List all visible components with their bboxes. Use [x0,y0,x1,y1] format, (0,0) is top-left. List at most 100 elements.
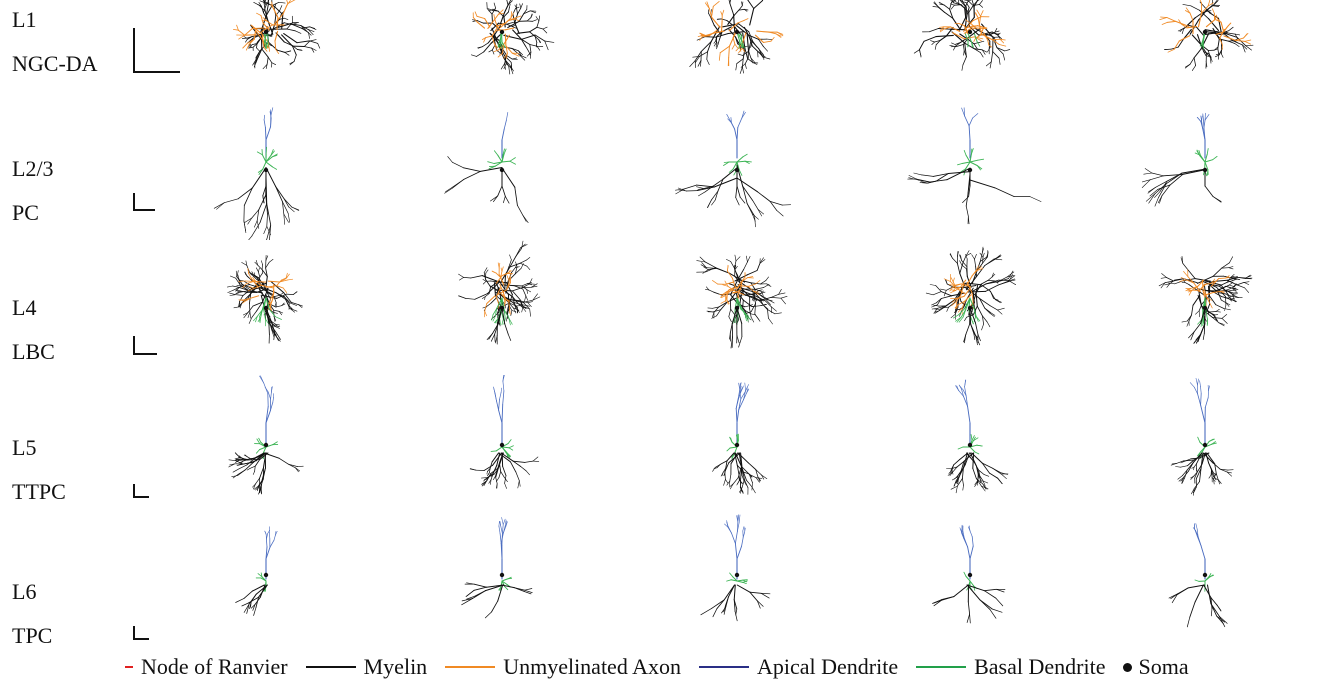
neurite-segment [963,287,971,297]
neurite-segment [984,258,995,266]
neurite-segment [767,309,769,319]
neurite-segment [744,386,748,393]
neurite-segment [510,461,517,473]
neurite-segment [708,289,715,293]
neurite-segment [989,61,992,69]
neurite-segment [509,308,511,315]
neurite-segment [507,20,520,29]
neurite-segment [246,275,252,281]
neurite-segment [536,45,541,51]
neurite-segment [980,279,989,285]
neurite-segment [760,280,767,285]
neurite-segment [1202,33,1205,43]
scale-bar [133,336,157,355]
neurite-segment [723,161,730,166]
neurite-segment [1226,276,1239,281]
neurite-segment [262,297,267,310]
neurite-segment [956,471,962,478]
neurite-segment [949,471,953,477]
neurite-segment [1209,311,1217,313]
neurite-segment [753,291,760,293]
neurite-segment [515,261,518,267]
neurite-segment [1208,295,1217,306]
neurite-segment [1222,32,1238,38]
neurite-segment [277,49,286,53]
neurite-segment [949,28,968,31]
neurite-segment [522,299,534,303]
neurite-segment [249,284,262,289]
neurite-segment [265,297,270,310]
neurite-segment [255,477,260,485]
neurite-segment [236,284,244,287]
neurite-segment [947,171,971,174]
neurite-segment [985,284,999,292]
neurite-segment [1236,284,1245,289]
neurite-segment [270,281,285,294]
neurite-segment [1192,294,1201,306]
neurite-segment [735,185,738,198]
neurite-segment [255,316,258,323]
neurite-segment [969,307,976,324]
neurite-segment [978,474,984,482]
soma [263,167,269,173]
neurite-segment [502,525,506,534]
neurite-segment [982,252,985,258]
neurite-segment [741,41,745,48]
neurite-segment [731,277,737,289]
neurite-segment [504,303,506,309]
neurite-segment [271,62,277,66]
neurite-segment [259,309,264,317]
neurite-segment [1215,308,1220,312]
neurite-segment [1245,45,1252,51]
neurite-segment [958,316,964,323]
neurite-segment [308,29,314,36]
neurite-segment [247,287,255,292]
neurite-segment [538,15,541,22]
neurite-segment [677,187,687,192]
neurite-segment [1188,289,1194,293]
neurite-segment [983,32,989,41]
neurite-segment [973,48,983,51]
neurite-segment [498,273,504,285]
neurite-segment [520,38,531,45]
neurite-segment [509,157,516,162]
neurite-segment [525,45,530,52]
neurite-segment [235,294,244,296]
neurite-segment [233,29,239,31]
neurite-segment [754,295,766,302]
neurite-segment [507,0,513,6]
neurite-segment [976,165,983,170]
neurite-segment [1194,152,1201,156]
neurite-segment [1196,116,1202,122]
neurite-segment [964,294,972,302]
neurite-segment [526,265,531,271]
neurite-segment [965,2,970,8]
neurite-segment [520,263,524,269]
neurite-segment [728,0,731,4]
neurite-segment [265,2,270,17]
neurite-segment [981,49,986,55]
neurite-segment [952,298,957,303]
neurite-segment [985,279,1000,285]
neurite-segment [488,479,492,484]
neurite-segment [247,268,250,275]
neurite-segment [248,317,253,324]
neurite-segment [491,35,495,44]
neurite-segment [512,460,522,467]
neurite-segment [510,0,512,1]
neurite-segment [938,1,945,6]
neurite-segment [913,172,922,176]
neurite-segment [964,1,969,9]
neurite-segment [490,333,496,342]
neurite-segment [969,307,972,325]
neurite-segment [741,479,745,488]
neurite-segment [706,59,710,65]
neurite-segment [765,299,773,302]
neurite-segment [971,452,983,464]
neurite-segment [734,128,738,141]
neurite-segment [949,8,954,19]
neurite-segment [504,266,510,277]
neurite-segment [752,199,759,210]
neurite-segment [503,148,507,155]
neurite-segment [253,275,258,281]
